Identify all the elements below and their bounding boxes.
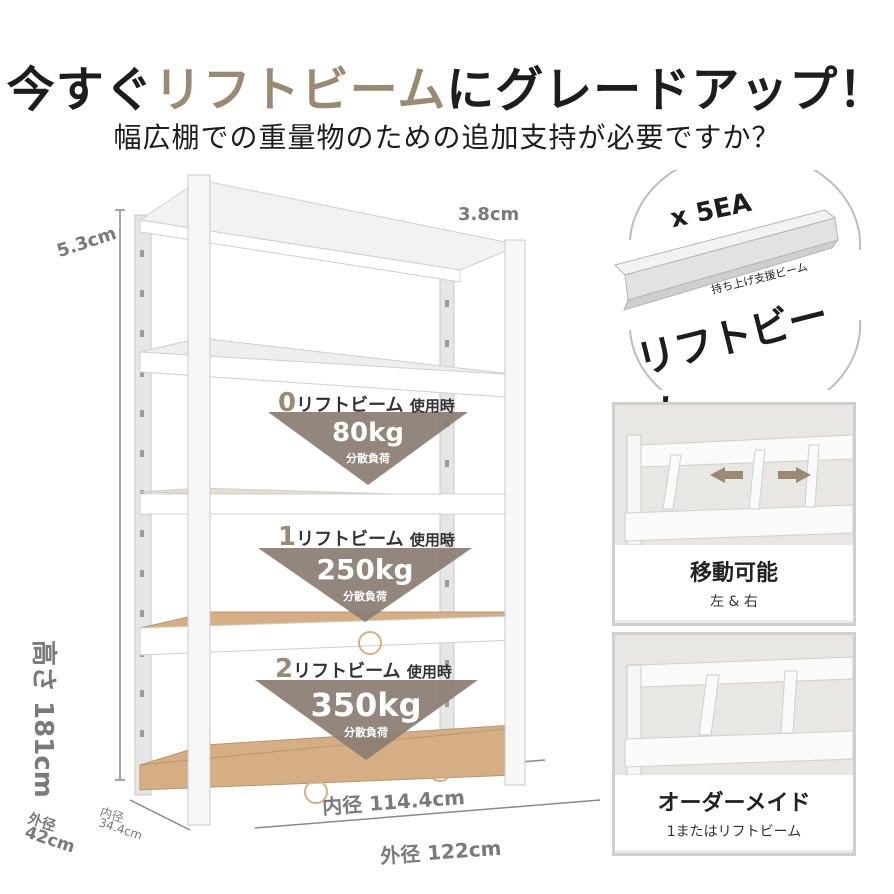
headline-part2: にグレードアップ！ bbox=[446, 62, 888, 118]
load-triangle-0 bbox=[268, 412, 468, 485]
dim-top-right: 3.8cm bbox=[458, 204, 520, 225]
feature-subtitle: 1またはリフトビーム bbox=[666, 824, 802, 840]
feature-title: 移動可能 bbox=[689, 561, 778, 586]
beam-product: x 5EA 持ち上げ支援ビーム リフトビーム bbox=[610, 170, 872, 440]
headline-accent: リフトビーム bbox=[153, 62, 447, 118]
subheadline: 幅広棚での重量物のための追加支持が必要ですか？ bbox=[113, 121, 781, 154]
feature-title: オーダーメイド bbox=[657, 791, 811, 816]
feature-panel-movable: 移動可能 左 & 右 bbox=[612, 402, 856, 626]
load-triangle-2 bbox=[255, 680, 478, 760]
beam-marker bbox=[358, 631, 382, 655]
load-note-0: 分散負荷 bbox=[346, 452, 390, 465]
custom-illustration bbox=[615, 635, 853, 775]
load-label-0: 0リフトビーム 使用時 bbox=[278, 388, 455, 418]
load-weight-2: 350kg bbox=[310, 686, 422, 724]
beam-marker bbox=[304, 780, 328, 804]
load-note-2: 分散負荷 bbox=[344, 726, 388, 739]
beam-marker bbox=[428, 758, 452, 782]
shelf-top-front bbox=[139, 219, 461, 283]
load-label-1: 1リフトビーム 使用時 bbox=[278, 522, 455, 552]
feature-panel-custom: オーダーメイド 1またはリフトビーム bbox=[612, 632, 856, 856]
load-label-2: 2リフトビーム 使用時 bbox=[275, 654, 452, 684]
dim-height: 高さ 181cm bbox=[28, 640, 58, 798]
front-post-right bbox=[504, 239, 526, 786]
load-triangle-1 bbox=[258, 548, 472, 622]
movable-illustration bbox=[615, 405, 853, 545]
feature-subtitle: 左 & 右 bbox=[710, 594, 758, 610]
feature-caption: オーダーメイド 1またはリフトビーム bbox=[615, 775, 853, 850]
beam-illustration bbox=[614, 170, 862, 390]
load-note-1: 分散負荷 bbox=[343, 590, 387, 603]
front-post-left bbox=[187, 174, 211, 826]
load-weight-1: 250kg bbox=[316, 553, 414, 586]
load-weight-0: 80kg bbox=[331, 418, 405, 448]
headline: 今すぐリフトビームにグレードアップ！ bbox=[0, 50, 894, 120]
headline-part1: 今すぐ bbox=[6, 62, 154, 118]
feature-caption: 移動可能 左 & 右 bbox=[615, 545, 853, 620]
